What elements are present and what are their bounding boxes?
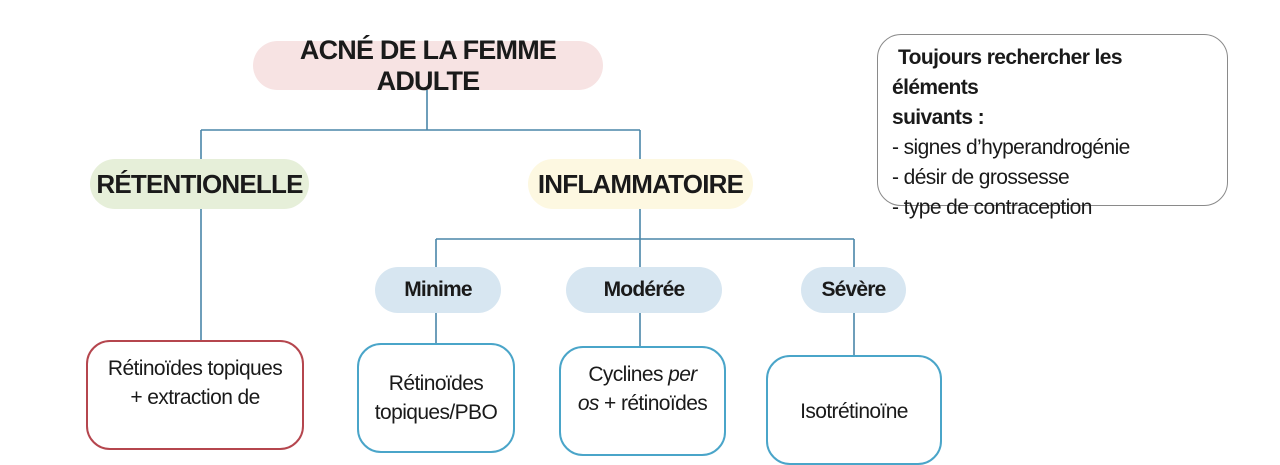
root-node: ACNÉ DE LA FEMME ADULTE: [253, 35, 603, 96]
inflammatoire-label: INFLAMMATOIRE: [537, 168, 744, 199]
level-severe-node: Sévère: [801, 267, 906, 313]
treatment-moderee-line2-text: + rétinoïdes: [598, 392, 708, 415]
note-title-line1: Toujours rechercher les éléments: [892, 46, 1123, 99]
treatment-retentionelle-line1: Rétinoïdes topiques: [107, 357, 283, 380]
treatment-retentionelle-line2: + extraction de: [130, 386, 260, 409]
retentionelle-label: RÉTENTIONELLE: [96, 168, 303, 199]
level-severe-label: Sévère: [821, 278, 886, 301]
inflammatoire-node: INFLAMMATOIRE: [528, 159, 753, 209]
note-item-grossesse: - désir de grossesse: [892, 166, 1070, 189]
treatment-retentionelle-box: Rétinoïdes topiques + extraction de: [86, 340, 304, 450]
treatment-moderee-line1-italic: per: [668, 363, 697, 386]
level-minime-label: Minime: [404, 278, 472, 301]
note-item-contraception: - type de contraception: [892, 196, 1092, 219]
connector-lines: [200, 90, 855, 355]
treatment-severe-line1: Isotrétinoïne: [800, 400, 908, 423]
note-item-hyperandrogenie: - signes d’hyperandrogénie: [892, 136, 1130, 159]
treatment-moderee-line2-italic: os: [577, 392, 600, 415]
treatment-minime-box: Rétinoïdes topiques/PBO: [357, 343, 515, 453]
reminder-note-box: Toujours rechercher les éléments suivant…: [877, 34, 1228, 219]
treatment-moderee-line1-text: Cyclines: [588, 363, 669, 386]
level-minime-node: Minime: [375, 267, 501, 313]
treatment-moderee-line2: os + rétinoïdes: [561, 389, 724, 418]
treatment-minime-line2: topiques/PBO: [374, 401, 498, 424]
note-title-line2: suivants :: [892, 106, 985, 129]
treatment-minime-line1: Rétinoïdes: [388, 372, 484, 395]
retentionelle-node: RÉTENTIONELLE: [90, 159, 309, 209]
level-moderee-node: Modérée: [566, 267, 722, 313]
treatment-severe-box: Isotrétinoïne: [766, 355, 942, 465]
level-moderee-label: Modérée: [603, 278, 686, 301]
treatment-moderee-box: Cyclines per os + rétinoïdes: [559, 346, 726, 456]
root-label: ACNÉ DE LA FEMME ADULTE: [299, 34, 557, 96]
treatment-moderee-line1: Cyclines per: [561, 360, 724, 389]
